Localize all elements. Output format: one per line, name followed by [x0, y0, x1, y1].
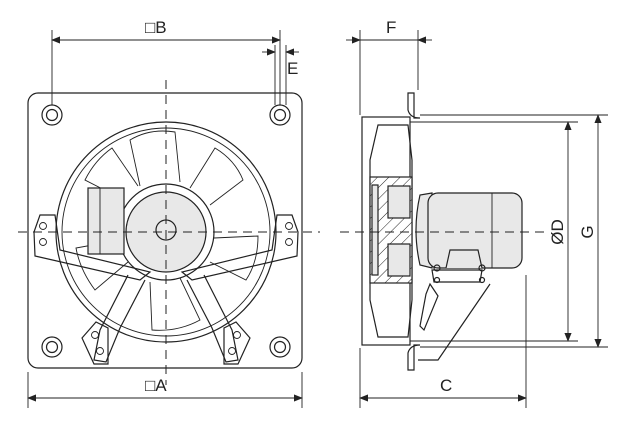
- bottom-flange: [407, 344, 421, 371]
- dimension-g: G: [420, 114, 608, 348]
- terminal-box: [87, 187, 125, 255]
- dimension-c: C: [359, 275, 527, 408]
- hub-plate: [371, 184, 379, 276]
- dimension-e-label: E: [287, 59, 298, 78]
- foot-bolts: [433, 264, 486, 284]
- dimension-g-label: G: [578, 225, 597, 238]
- dimension-d-label: ØD: [548, 219, 567, 245]
- dimension-f: F: [346, 18, 432, 115]
- hub-cavity-top: [387, 185, 411, 219]
- fan-blades: [75, 130, 259, 331]
- dimension-e: E: [262, 45, 299, 105]
- mounting-hole-tr: [269, 104, 291, 126]
- mounting-hole-tl: [41, 104, 63, 126]
- top-flange: [407, 92, 421, 119]
- side-bracket: [418, 282, 491, 361]
- dimension-c-label: C: [440, 376, 452, 395]
- mounting-hole-bl: [41, 336, 63, 358]
- motor-foot-raised: [445, 249, 483, 269]
- dimension-b-label: □B: [145, 18, 167, 37]
- mounting-brackets: [33, 214, 299, 365]
- dimension-b: □B: [51, 18, 281, 105]
- dimension-a: □A: [27, 372, 303, 408]
- dimension-d: ØD: [520, 121, 578, 342]
- mounting-plate: [27, 92, 303, 369]
- bracket-holes: [39, 222, 293, 355]
- dimension-a-label: □A: [145, 376, 167, 395]
- dimension-f-label: F: [386, 18, 396, 37]
- mounting-hole-br: [269, 336, 291, 358]
- side-view: F C ØD G: [340, 18, 608, 408]
- hub-cavity-bottom: [387, 243, 411, 277]
- front-view: □B E □A: [18, 18, 320, 408]
